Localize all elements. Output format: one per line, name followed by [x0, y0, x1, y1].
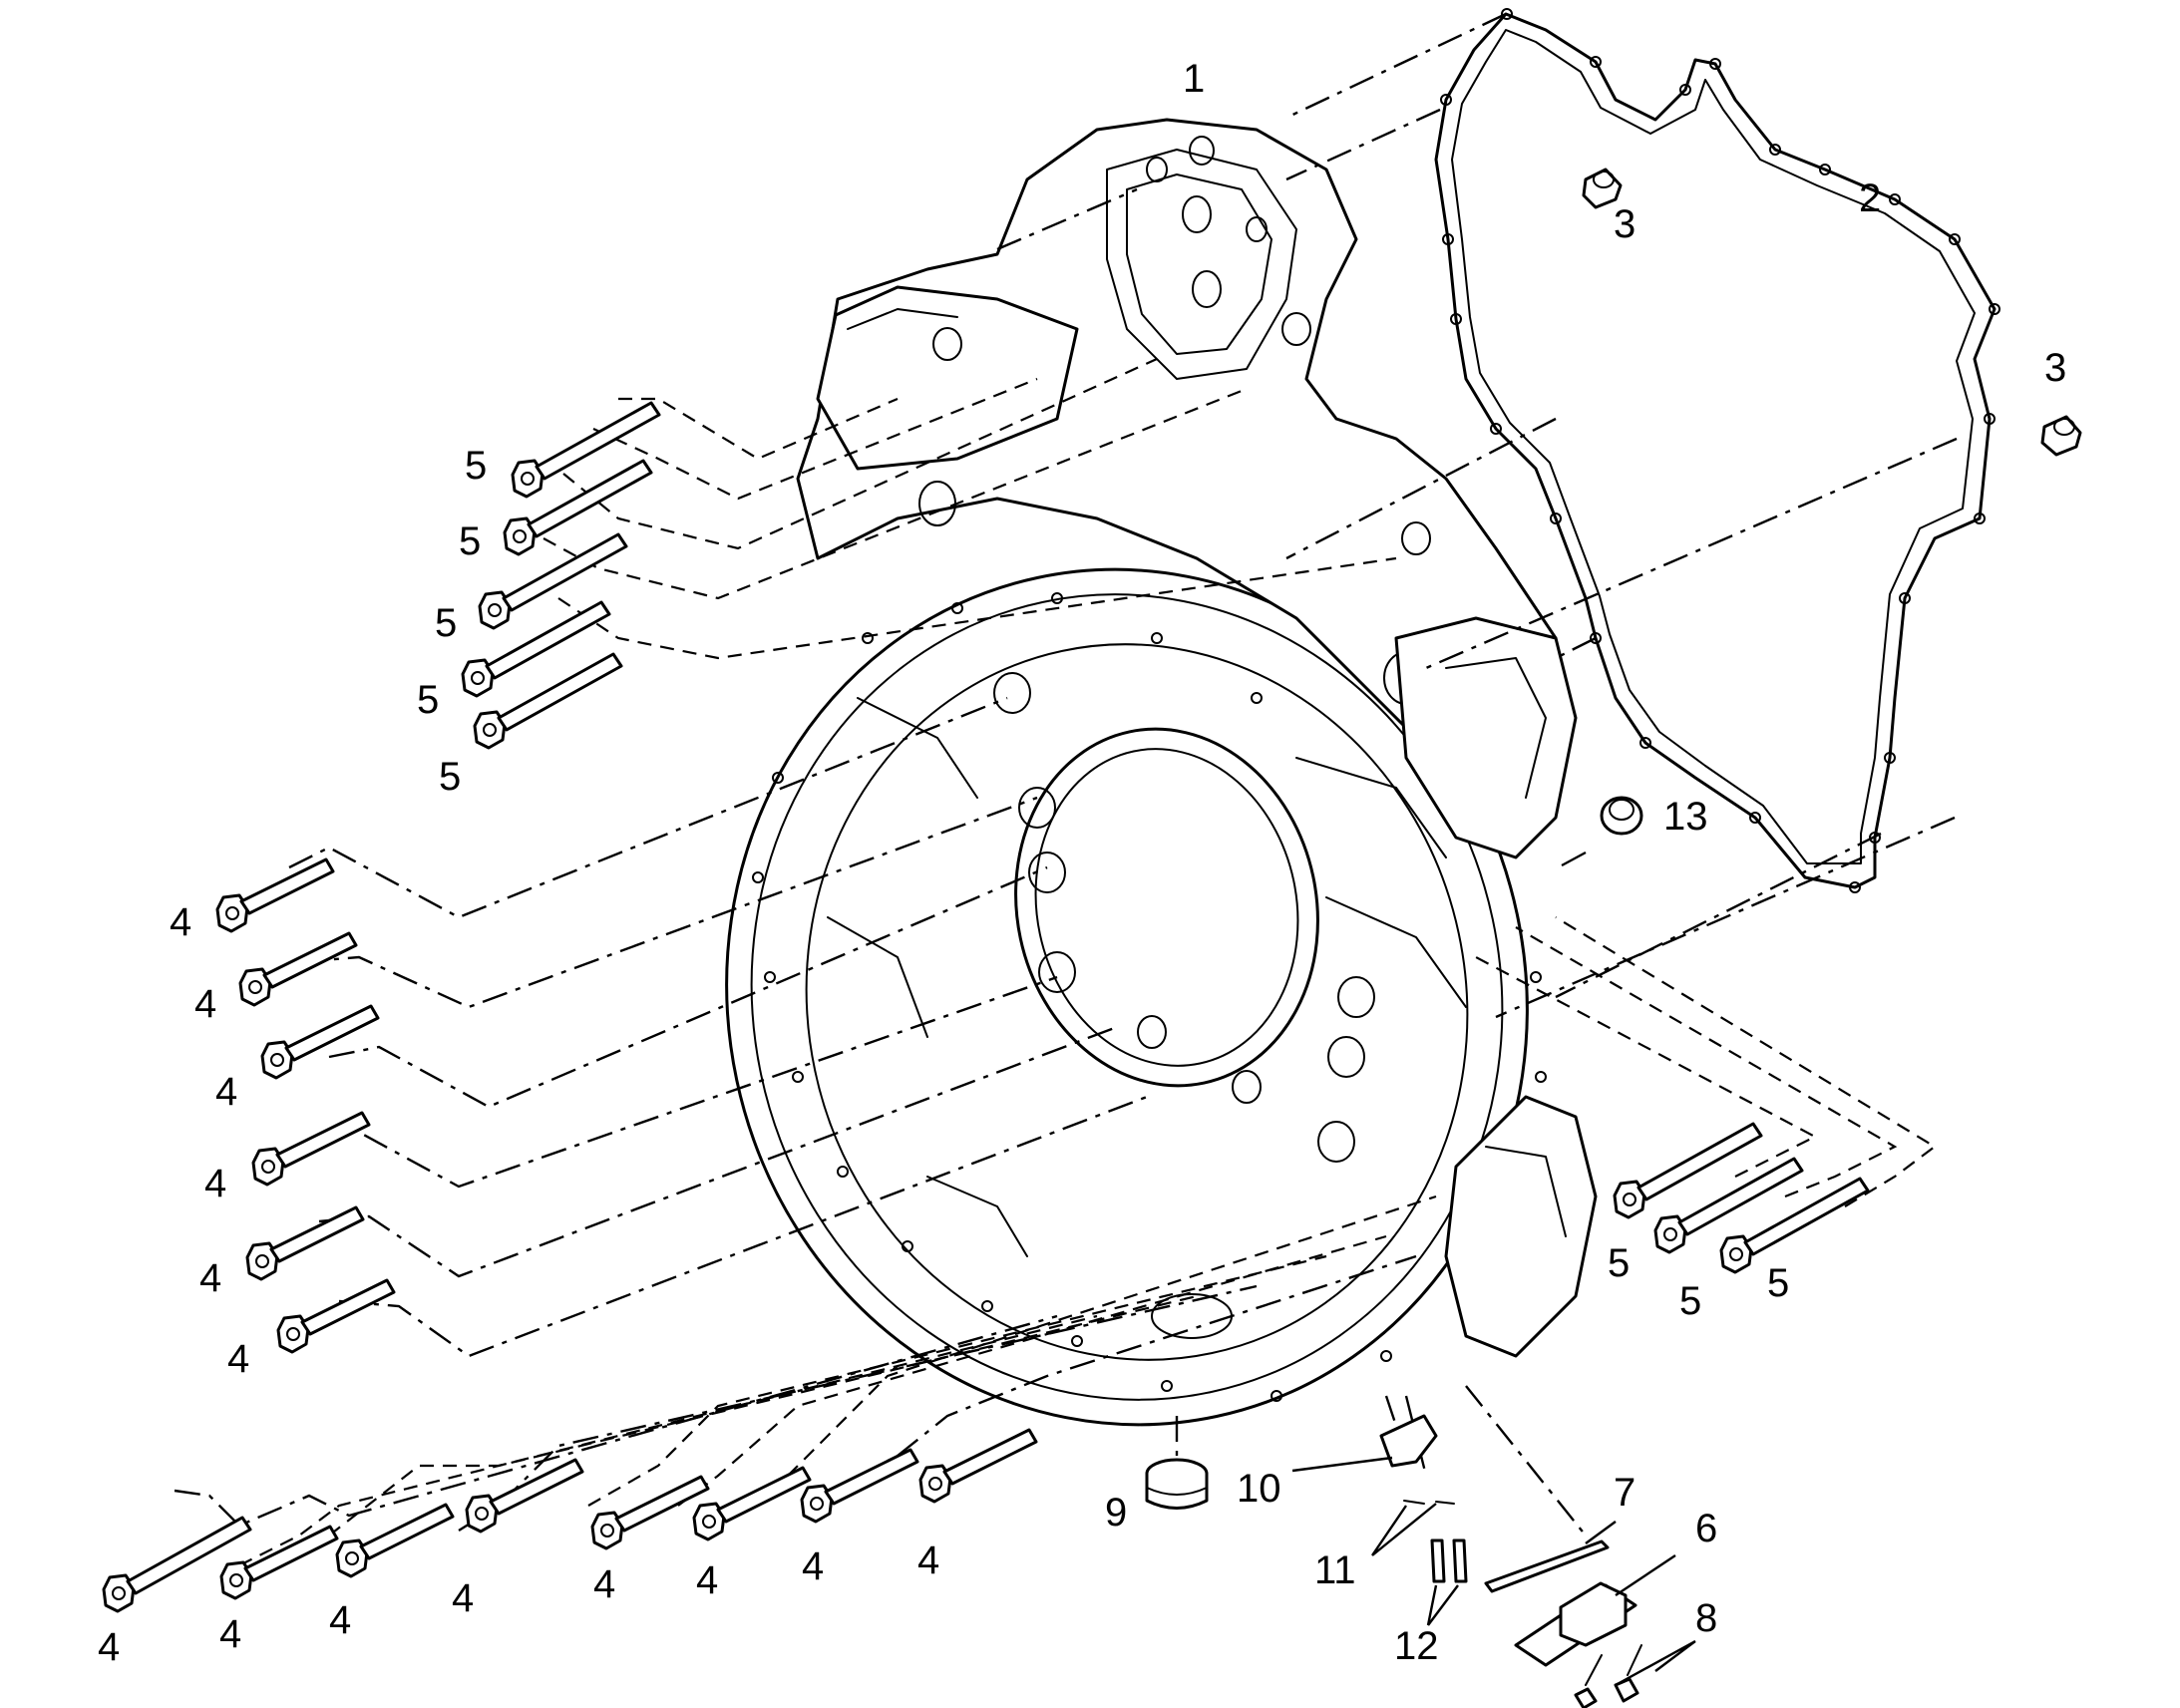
- grommet-13: [1600, 796, 1643, 836]
- cover-6: [1514, 1581, 1637, 1667]
- callout-7: 7: [1614, 1471, 1635, 1515]
- callout-1: 1: [1183, 57, 1205, 101]
- gasket-7: [1484, 1539, 1610, 1593]
- leader-6: [1615, 1554, 1676, 1596]
- screws-12: [1430, 1538, 1468, 1583]
- clip-10: [1379, 1414, 1438, 1468]
- callout-4-left-2: 4: [194, 982, 216, 1026]
- callout-4-left-5: 4: [199, 1256, 221, 1300]
- callout-4-left-1: 4: [170, 900, 191, 944]
- callout-5-upper-5: 5: [439, 755, 461, 799]
- callout-11: 11: [1314, 1548, 1356, 1592]
- callout-5-right-3: 5: [1767, 1261, 1789, 1305]
- callout-8: 8: [1695, 1596, 1717, 1640]
- callout-5-right-2: 5: [1679, 1279, 1701, 1323]
- callout-2: 2: [1859, 176, 1881, 220]
- plug-9: [1145, 1458, 1209, 1510]
- flywheel-housing: [725, 118, 1598, 1427]
- callout-5-upper-4: 5: [417, 678, 439, 722]
- callout-4-left-6: 4: [227, 1337, 249, 1381]
- leaders-12: [1426, 1584, 1459, 1626]
- callout-4-bottom-2: 4: [219, 1612, 241, 1656]
- callouts: 1 2 3 3 13 5 5 5 5 5 4 4 4 4 4 4 4 4 4 4…: [98, 57, 2066, 1669]
- callout-4-bottom-5: 4: [593, 1562, 615, 1606]
- callout-4-bottom-8: 4: [917, 1538, 939, 1582]
- pins-11: [1403, 1500, 1455, 1505]
- callout-5-upper-3: 5: [435, 601, 457, 645]
- callout-4-bottom-6: 4: [696, 1558, 718, 1602]
- callout-9: 9: [1105, 1491, 1127, 1535]
- callout-5-upper-2: 5: [459, 519, 481, 563]
- callout-13: 13: [1663, 795, 1708, 839]
- leader-10: [1291, 1456, 1393, 1473]
- callout-4-bottom-7: 4: [802, 1544, 824, 1588]
- callout-3b: 3: [2044, 346, 2066, 390]
- callout-4-left-4: 4: [204, 1162, 226, 1205]
- dowel-3a: [1582, 168, 1623, 209]
- callout-5-right-1: 5: [1608, 1241, 1630, 1285]
- leaders-8: [1615, 1639, 1696, 1687]
- gasket: [1434, 8, 2000, 893]
- bolts-4-bottom: [102, 1428, 1038, 1613]
- callout-4-bottom-1: 4: [98, 1625, 120, 1669]
- leader-7: [1585, 1521, 1617, 1544]
- dowel-3b: [2040, 415, 2082, 457]
- bolts-5-right: [1613, 1122, 1870, 1274]
- callout-4-bottom-3: 4: [329, 1598, 351, 1642]
- leaders-11: [1371, 1503, 1437, 1556]
- callout-3a: 3: [1614, 202, 1635, 246]
- callout-6: 6: [1695, 1507, 1717, 1550]
- callout-4-bottom-4: 4: [452, 1576, 474, 1620]
- bolts-4-left: [215, 857, 396, 1354]
- callout-10: 10: [1237, 1467, 1281, 1511]
- callout-12: 12: [1394, 1624, 1439, 1668]
- callout-4-left-3: 4: [215, 1070, 237, 1114]
- arrow-13: [1561, 851, 1587, 867]
- callout-5-upper-1: 5: [465, 444, 487, 488]
